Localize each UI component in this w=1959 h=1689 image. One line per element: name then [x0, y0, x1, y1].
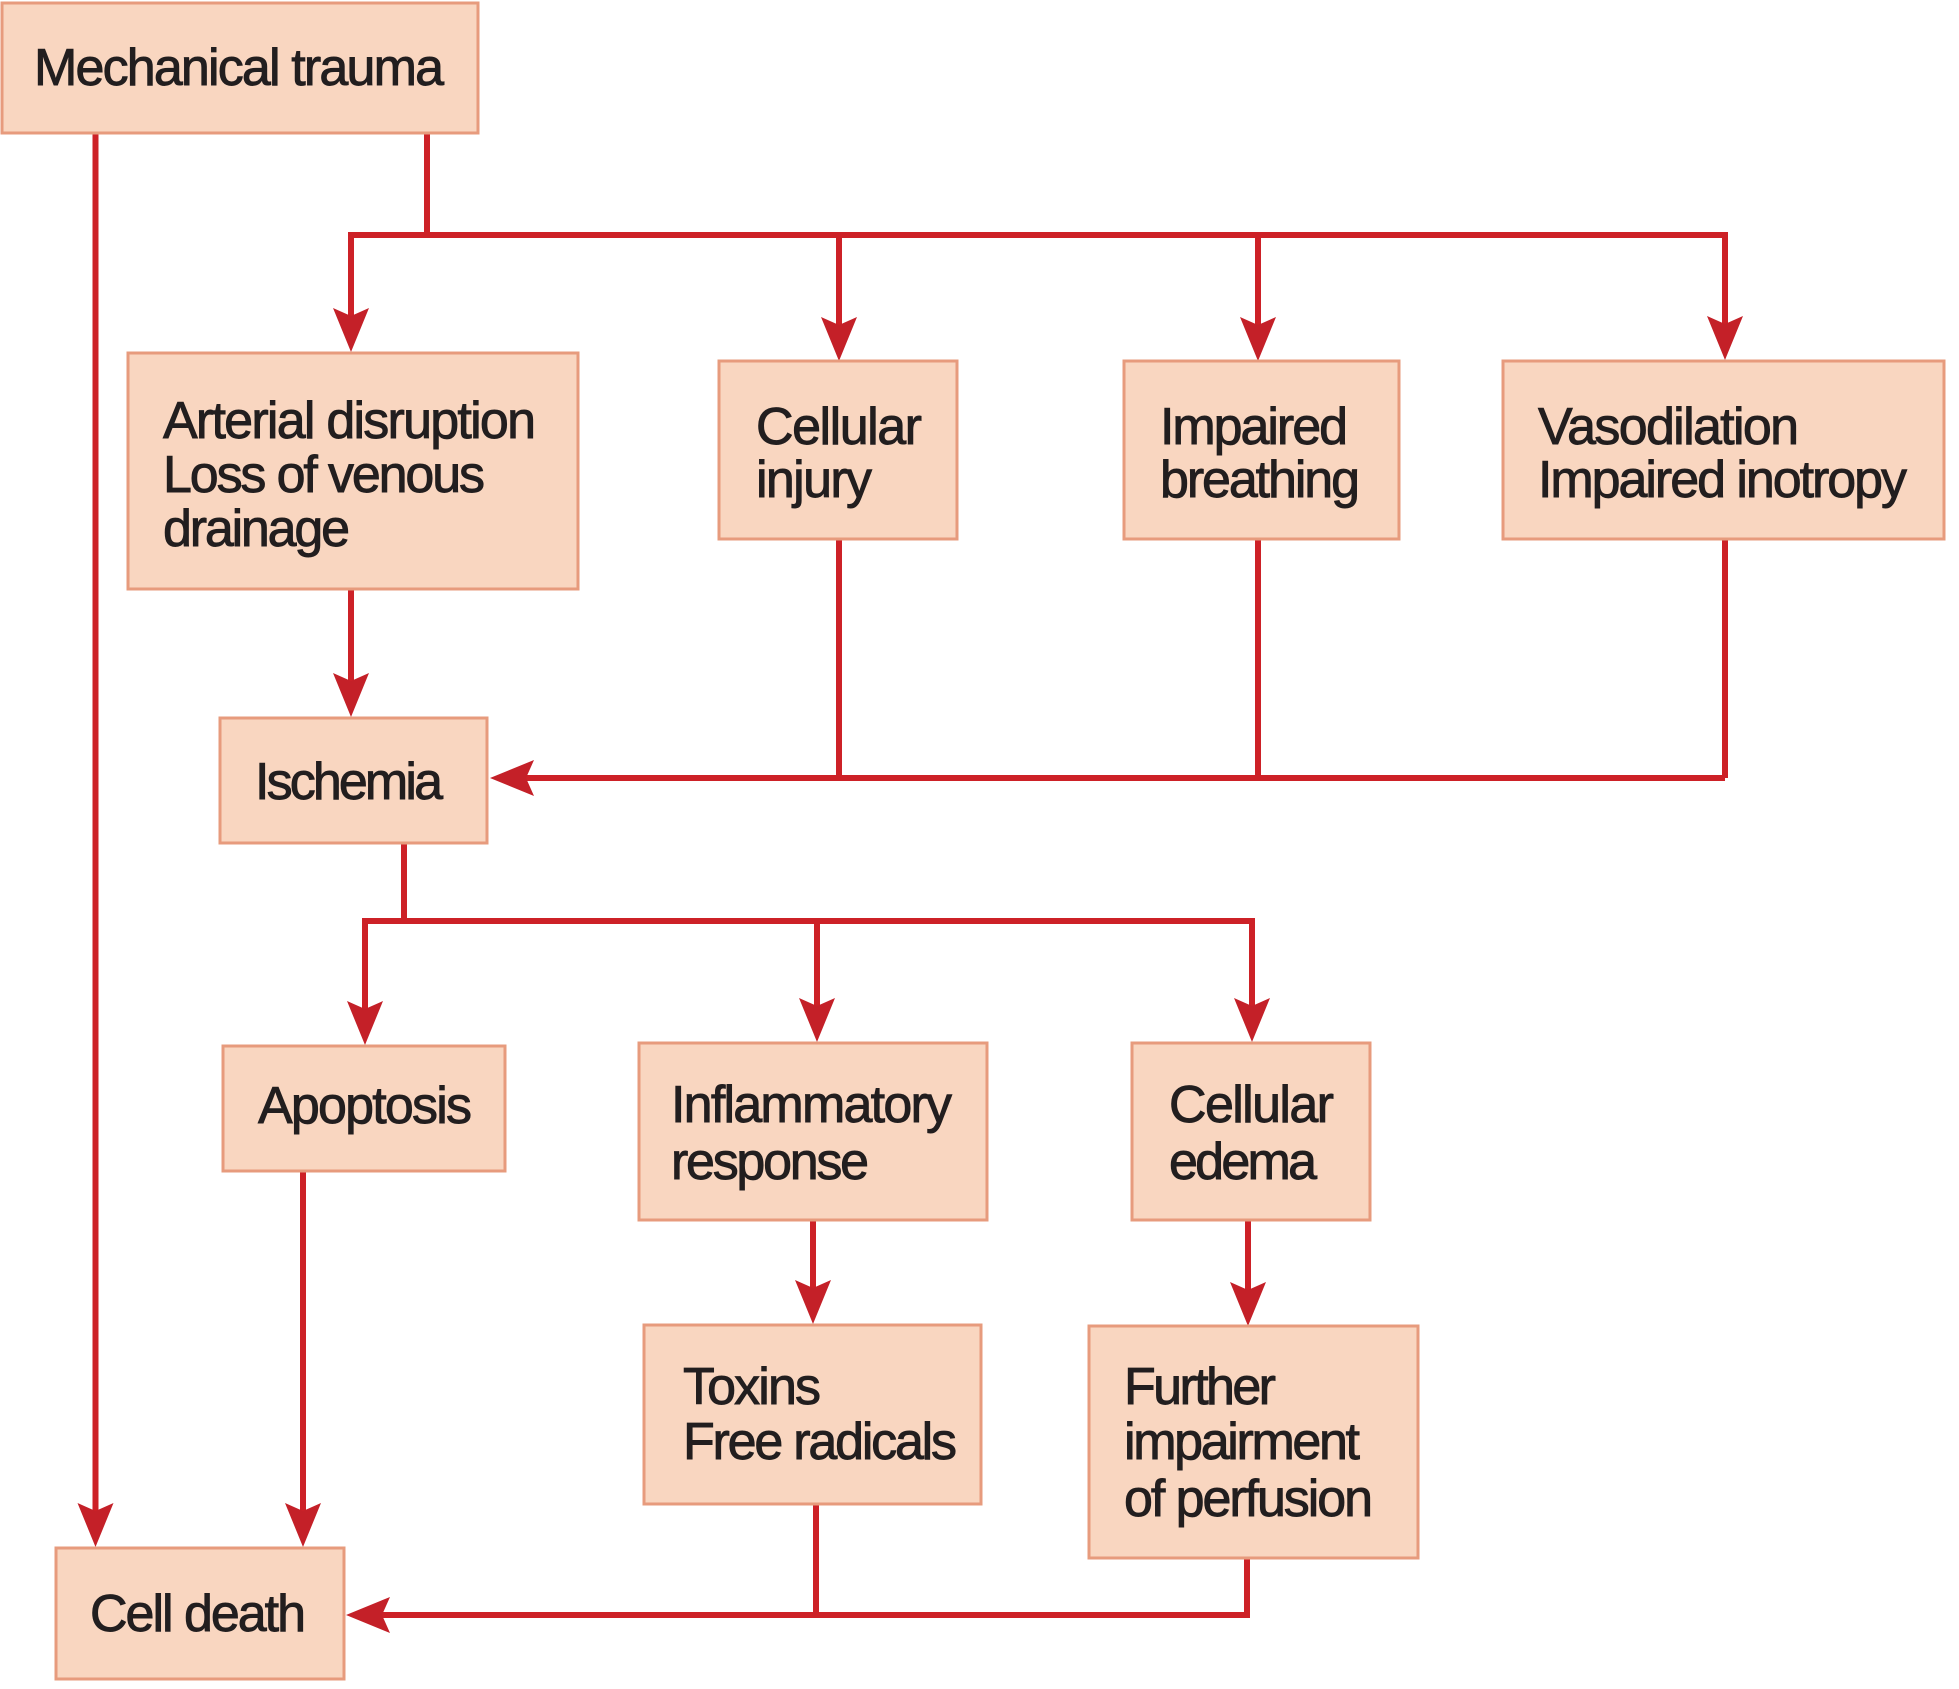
svg-text:Cellular: Cellular [756, 398, 922, 456]
svg-text:breathing: breathing [1160, 451, 1360, 509]
svg-text:Toxins: Toxins [683, 1358, 821, 1416]
svg-text:Arterial disruption: Arterial disruption [163, 392, 536, 450]
svg-text:Loss of venous: Loss of venous [163, 446, 485, 504]
svg-text:Cellular: Cellular [1169, 1076, 1334, 1134]
svg-text:Mechanical trauma: Mechanical trauma [34, 39, 444, 97]
svg-text:drainage: drainage [163, 500, 350, 558]
svg-text:impairment: impairment [1124, 1413, 1361, 1471]
svg-text:of perfusion: of perfusion [1124, 1470, 1373, 1528]
svg-text:response: response [671, 1133, 869, 1191]
svg-text:Impaired: Impaired [1160, 398, 1348, 456]
svg-text:injury: injury [756, 451, 872, 509]
svg-text:Apoptosis: Apoptosis [258, 1077, 472, 1135]
svg-text:Further: Further [1124, 1358, 1276, 1416]
svg-text:Free radicals: Free radicals [683, 1413, 957, 1471]
svg-text:Cell death: Cell death [90, 1585, 306, 1643]
svg-text:Ischemia: Ischemia [255, 753, 443, 811]
svg-text:Impaired inotropy: Impaired inotropy [1538, 451, 1907, 509]
svg-text:Vasodilation: Vasodilation [1538, 398, 1799, 456]
svg-text:Inflammatory: Inflammatory [671, 1076, 952, 1134]
svg-text:edema: edema [1169, 1133, 1317, 1191]
